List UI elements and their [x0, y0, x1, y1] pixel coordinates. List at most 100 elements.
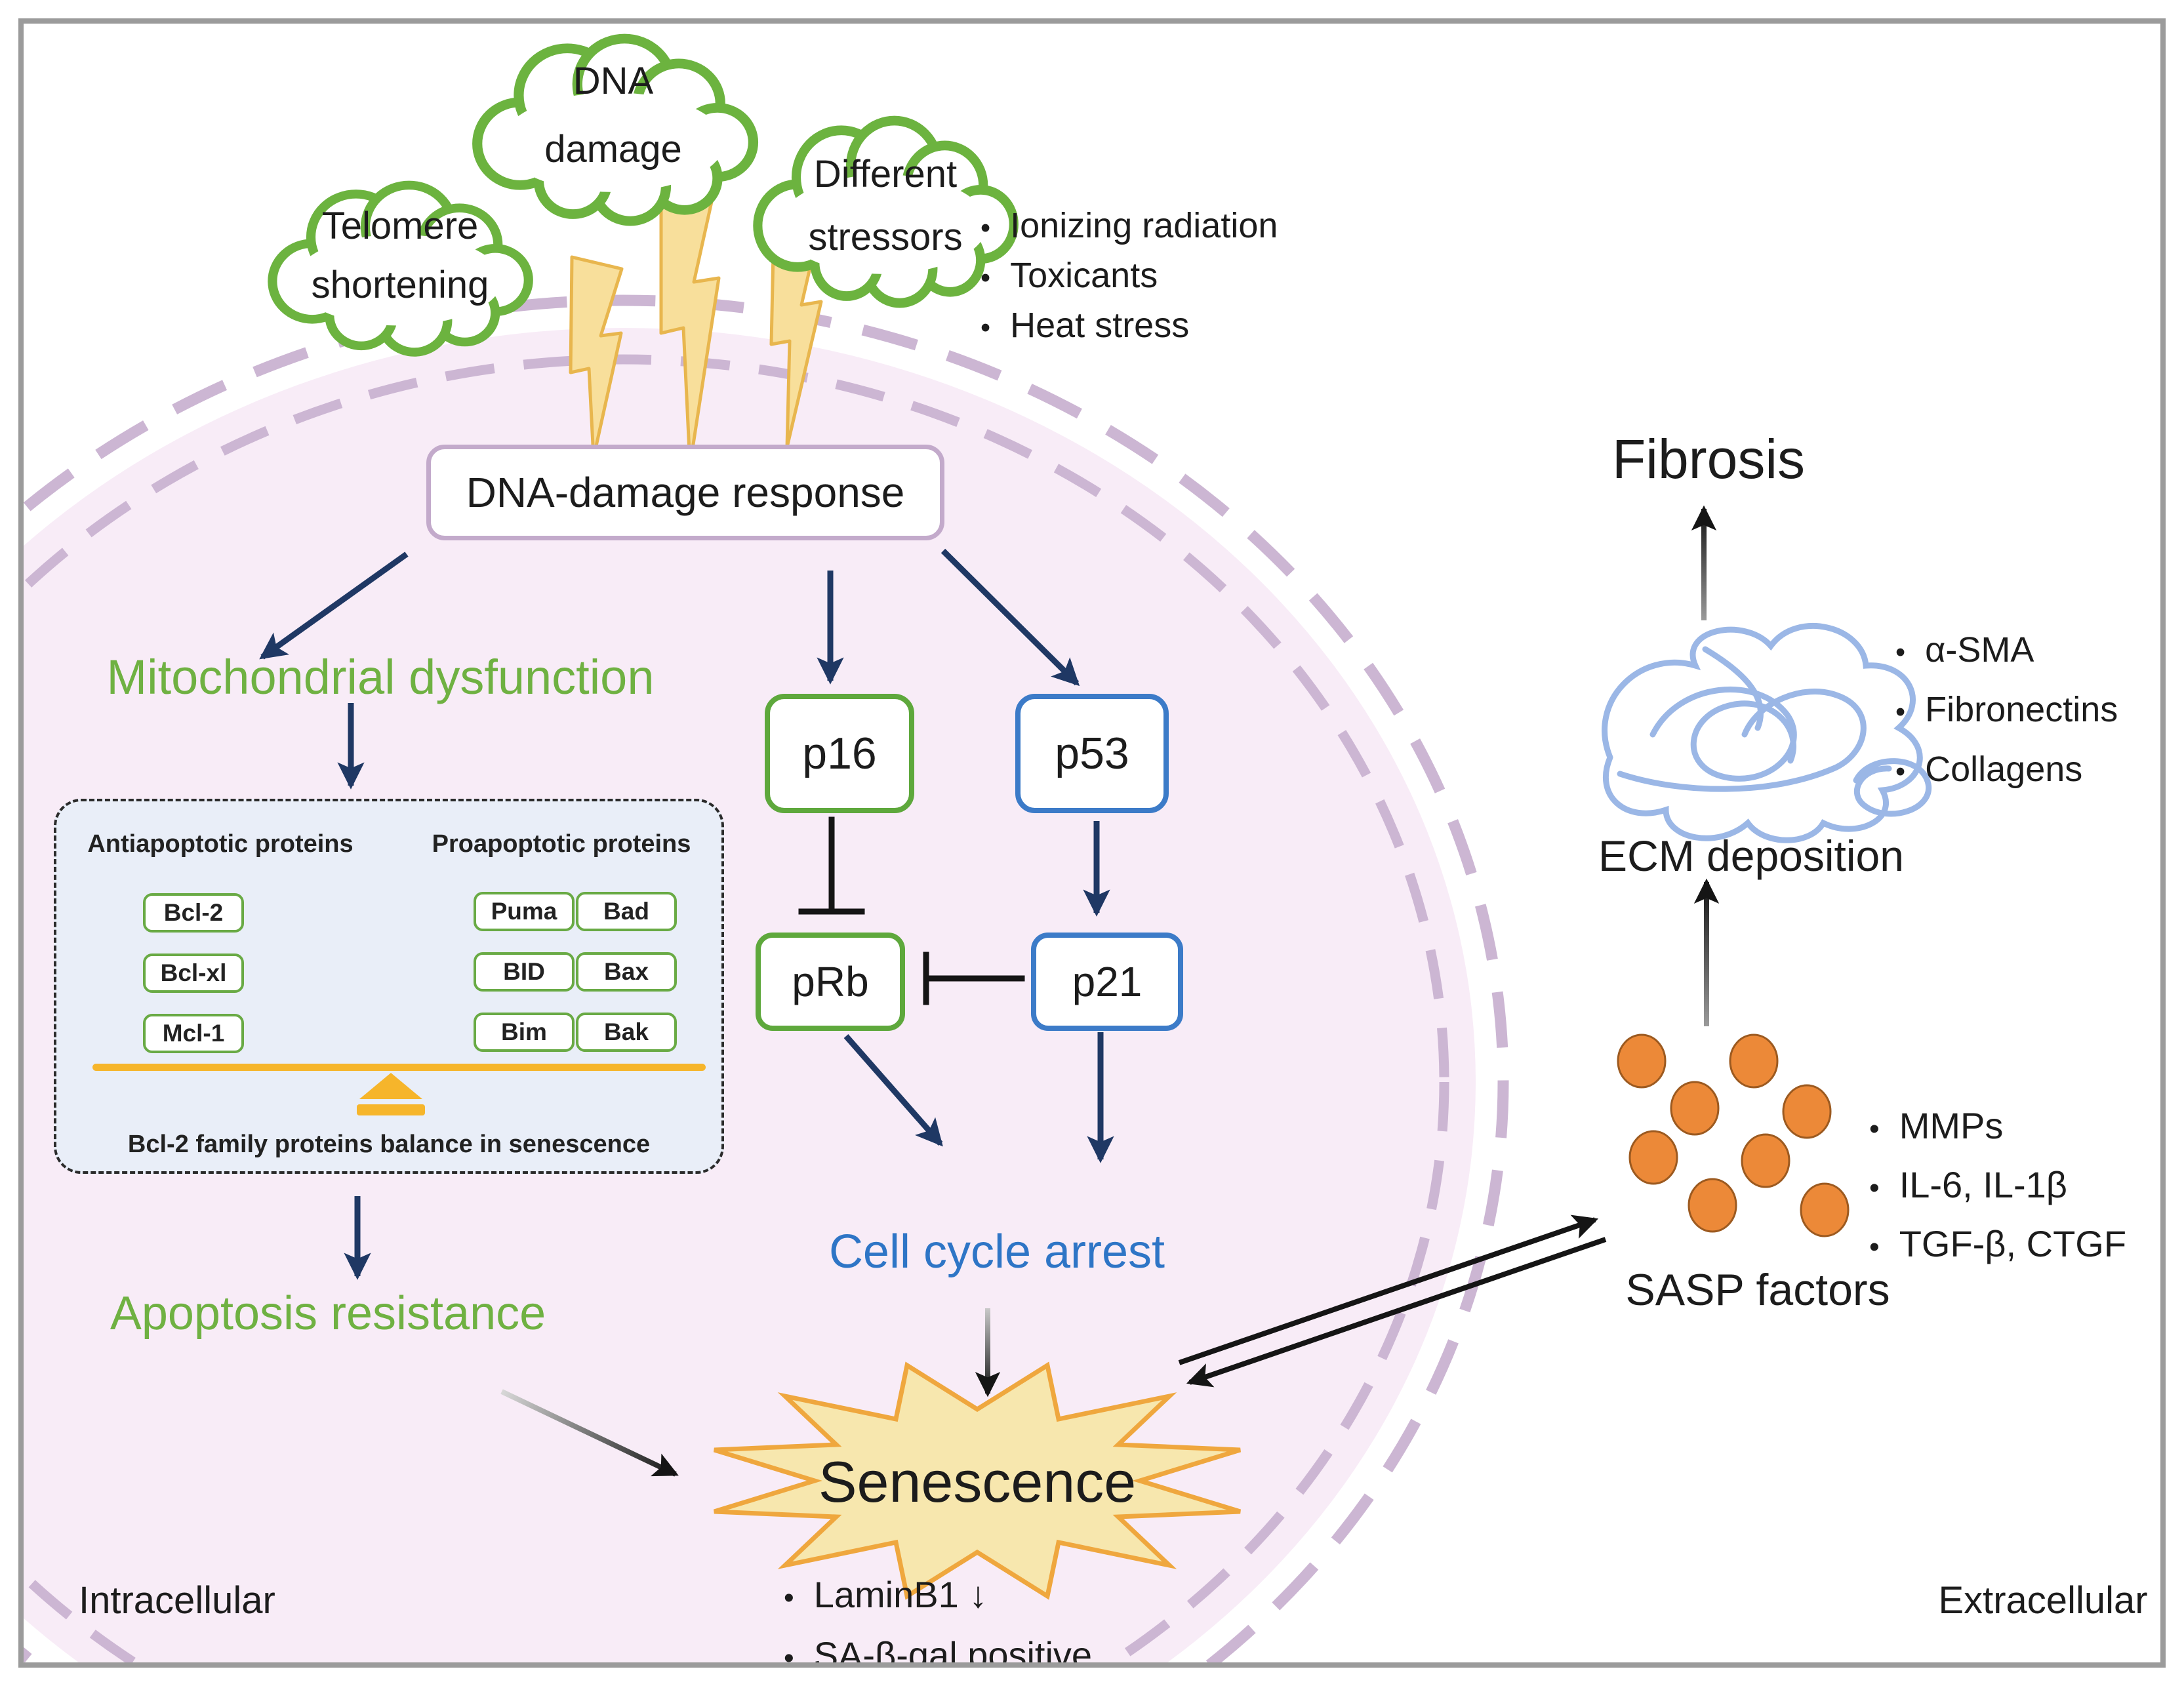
- lightning-bolt-left: [569, 255, 624, 460]
- balance-fulcrum-icon: [359, 1073, 422, 1099]
- protein-chip-bid: BID: [474, 952, 575, 992]
- bcl-panel-caption: Bcl-2 family proteins balance in senesce…: [127, 1131, 651, 1158]
- node-p21-label: p21: [1072, 958, 1143, 1005]
- stressor-bullet-list: • Ionizing radiation • Toxicants • Heat str…: [981, 202, 1278, 351]
- protein-chip-bak: Bak: [576, 1013, 677, 1052]
- list-item: • MMPs: [1869, 1098, 2126, 1157]
- balance-fulcrum-base: [357, 1104, 425, 1115]
- cell-membrane-outer: [24, 294, 1509, 1662]
- cloud-stressors-label: Different stressors: [741, 143, 1030, 269]
- list-item: • Fibronectins: [1895, 681, 2118, 741]
- sasp-bullet-3: TGF-β, CTGF: [1899, 1223, 2127, 1264]
- label-sasp-factors: SASP factors: [1625, 1265, 1890, 1315]
- node-p53-label: p53: [1055, 729, 1129, 778]
- bullet-dot-icon: •: [1895, 696, 1906, 728]
- arrow-ddr-to-p53: [940, 548, 1080, 687]
- protein-chip-puma: Puma: [474, 892, 575, 931]
- arrow-ddr-to-mitochondrial: [259, 552, 409, 660]
- senescence-marker-list: • LaminB1 ↓ • SA-β-gal positive: [784, 1566, 1093, 1668]
- node-prb-label: pRb: [792, 958, 869, 1005]
- figure-frame: Telomere shortening DNA damage Different…: [18, 18, 2166, 1668]
- bullet-dot-icon: •: [784, 1581, 794, 1614]
- node-dna-damage-response-label: DNA-damage response: [466, 469, 905, 516]
- label-intracellular: Intracellular: [79, 1579, 275, 1622]
- senescence-marker-1: LaminB1 ↓: [813, 1574, 988, 1615]
- bullet-dot-icon: •: [1869, 1171, 1880, 1204]
- ecm-bullet-2: Fibronectins: [1925, 690, 2118, 729]
- balance-beam: [92, 1064, 706, 1071]
- label-ecm-deposition: ECM deposition: [1598, 832, 1904, 880]
- ecm-bullet-3: Collagens: [1925, 750, 2083, 789]
- list-item: • Ionizing radiation: [981, 202, 1278, 252]
- senescence-marker-2: SA-β-gal positive: [813, 1634, 1093, 1668]
- sasp-bullet-1: MMPs: [1899, 1105, 2004, 1146]
- node-p16: p16: [765, 694, 914, 813]
- cloud-stressors-line2: stressors: [808, 216, 963, 258]
- protein-chip-bad: Bad: [576, 892, 677, 931]
- protein-chip-mcl1: Mcl-1: [143, 1014, 244, 1053]
- ecm-bullet-1: α-SMA: [1925, 630, 2034, 670]
- arrow-senescence-to-sasp: [1178, 1214, 1599, 1365]
- figure-canvas: Telomere shortening DNA damage Different…: [24, 18, 2160, 1668]
- list-item: • α-SMA: [1895, 622, 2118, 681]
- black-arrows: [500, 505, 1720, 1477]
- cloud-dna-label: DNA damage: [462, 47, 764, 184]
- bullet-dot-icon: •: [1895, 756, 1906, 788]
- arrow-sasp-to-senescence: [1186, 1237, 1607, 1388]
- cell-body: [24, 294, 1509, 1662]
- sasp-bullet-list: • MMPs • IL-6, IL-1β • TGF-β, CTGF: [1869, 1098, 2126, 1275]
- panel-header-antiapoptotic: Antiapoptotic proteins: [87, 830, 354, 858]
- list-item: • SA-β-gal positive: [784, 1626, 1093, 1668]
- protein-chip-bax: Bax: [576, 952, 677, 992]
- bullet-dot-icon: •: [981, 212, 991, 244]
- list-item: • Collagens: [1895, 741, 2118, 801]
- sasp-dots: [1617, 1034, 1850, 1237]
- bullet-dot-icon: •: [981, 262, 991, 294]
- cloud-dna-line1: DNA: [573, 60, 654, 102]
- list-item: • Toxicants: [981, 252, 1278, 302]
- label-apoptosis-resistance: Apoptosis resistance: [110, 1287, 546, 1340]
- stressor-bullet-1: Ionizing radiation: [1010, 206, 1278, 245]
- senescence-starburst: [713, 1361, 1242, 1600]
- panel-header-proapoptotic: Proapoptotic proteins: [432, 830, 691, 858]
- list-item: • LaminB1 ↓: [784, 1566, 1092, 1626]
- ecm-scribble: [1602, 623, 1932, 843]
- cloud-stressors-line1: Different: [813, 153, 958, 195]
- sasp-bullet-2: IL-6, IL-1β: [1899, 1164, 2068, 1205]
- bullet-dot-icon: •: [981, 312, 991, 344]
- node-prb: pRb: [756, 933, 905, 1031]
- list-item: • TGF-β, CTGF: [1869, 1216, 2126, 1275]
- arrow-apoptosis-to-senescence: [500, 1389, 679, 1477]
- stressor-bullet-2: Toxicants: [1010, 256, 1158, 295]
- inhibition-bars: [798, 816, 1025, 1005]
- node-p21: p21: [1031, 933, 1183, 1031]
- bullet-dot-icon: •: [1895, 637, 1906, 668]
- cloud-telomere-line1: Telomere: [321, 205, 479, 247]
- list-item: • Heat stress: [981, 302, 1278, 351]
- bullet-dot-icon: •: [1869, 1112, 1880, 1145]
- label-fibrosis: Fibrosis: [1611, 428, 1806, 490]
- cloud-dna-line2: damage: [544, 128, 682, 171]
- label-extracellular: Extracellular: [1938, 1579, 2148, 1622]
- arrow-prb-to-arrest: [843, 1034, 943, 1147]
- ecm-bullet-list: • α-SMA • Fibronectins • Collagens: [1895, 622, 2118, 801]
- bcl-balance-panel: Antiapoptotic proteins Proapoptotic prot…: [54, 799, 724, 1174]
- pathway-arrows: [259, 548, 1114, 1280]
- cloud-telomere-label: Telomere shortening: [259, 197, 541, 315]
- cloud-telomere-line2: shortening: [311, 264, 489, 306]
- diagram-artwork: [24, 18, 1932, 1662]
- label-mitochondrial-dysfunction: Mitochondrial dysfunction: [106, 650, 655, 704]
- node-dna-damage-response: DNA-damage response: [426, 445, 944, 540]
- bullet-dot-icon: •: [784, 1641, 794, 1668]
- stressor-bullet-3: Heat stress: [1010, 306, 1190, 345]
- protein-chip-bclxl: Bcl-xl: [143, 953, 244, 993]
- node-p53: p53: [1015, 694, 1169, 813]
- protein-chip-bim: Bim: [474, 1013, 575, 1052]
- list-item: • IL-6, IL-1β: [1869, 1157, 2126, 1216]
- bullet-dot-icon: •: [1869, 1230, 1880, 1263]
- node-p16-label: p16: [802, 729, 877, 778]
- protein-chip-bcl2: Bcl-2: [143, 893, 244, 933]
- label-senescence: Senescence: [818, 1449, 1137, 1514]
- lightning-bolts: [569, 167, 823, 468]
